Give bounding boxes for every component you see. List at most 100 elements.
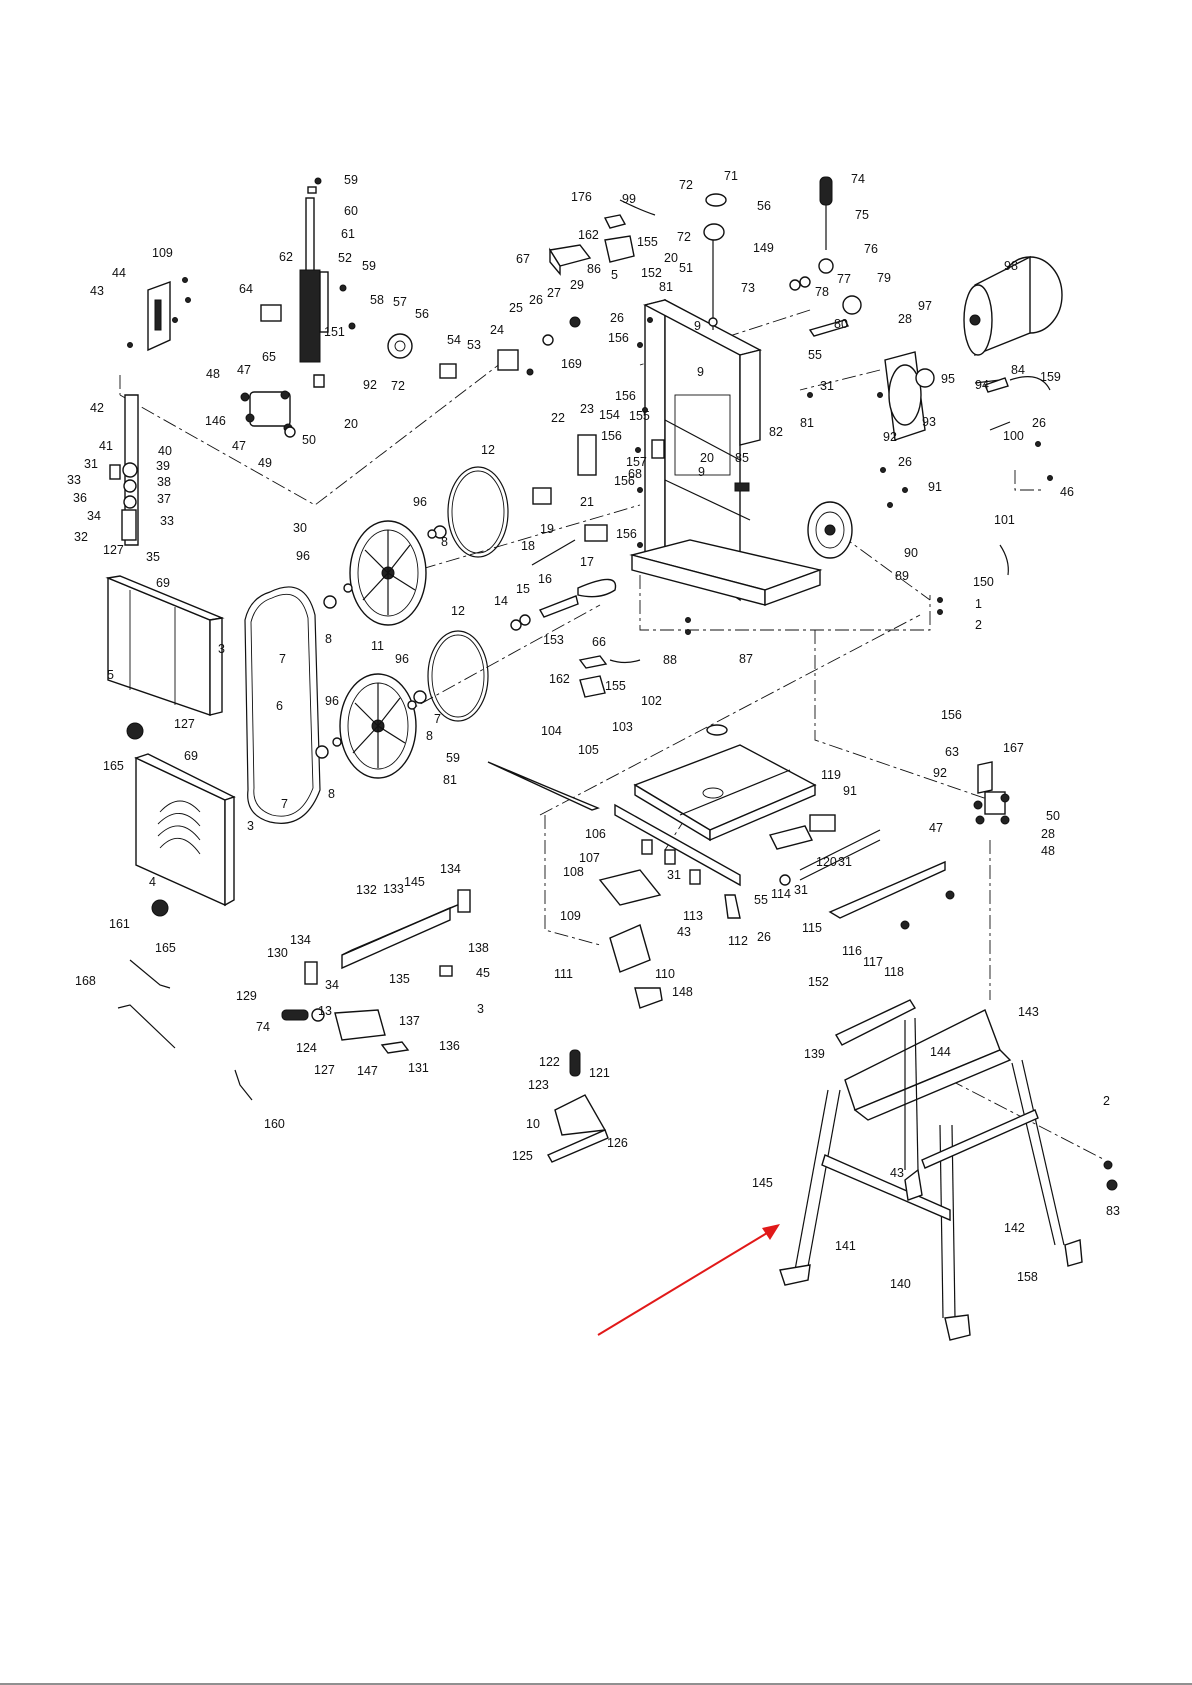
part-label: 17 [580,555,594,569]
part-label: 152 [808,975,829,989]
switch-box [548,199,656,698]
part-label: 14 [494,594,508,608]
rip-fence [281,889,471,1054]
part-label: 27 [547,286,561,300]
part-label: 47 [929,821,943,835]
part-label: 130 [267,946,288,960]
part-label: 31 [667,868,681,882]
part-label: 39 [156,459,170,473]
part-label: 137 [399,1014,420,1028]
part-label: 23 [580,402,594,416]
part-label: 46 [1060,485,1074,499]
part-label: 96 [413,495,427,509]
part-label: 156 [616,527,637,541]
part-label: 92 [933,766,947,780]
part-label: 155 [637,235,658,249]
part-label: 131 [408,1061,429,1075]
part-label: 66 [592,635,606,649]
part-label: 85 [735,451,749,465]
lower-wheel [339,673,417,779]
part-label: 28 [1041,827,1055,841]
part-label: 117 [863,955,883,969]
part-label: 26 [1032,416,1046,430]
saw-blade [244,586,321,824]
part-label: 96 [325,694,339,708]
hex-wrenches [117,959,253,1101]
part-label: 26 [757,930,771,944]
part-label: 81 [443,773,457,787]
part-label: 20 [700,451,714,465]
part-label: 93 [922,415,936,429]
part-label: 78 [815,285,829,299]
part-label: 10 [526,1117,540,1131]
lower-door [134,753,236,917]
part-label: 153 [543,633,564,647]
part-label: 32 [74,530,88,544]
part-label: 34 [87,509,101,523]
part-label: 87 [739,652,753,666]
part-label: 49 [258,456,272,470]
part-label: 50 [302,433,316,447]
lower-pulley [807,501,853,559]
part-label: 52 [338,251,352,265]
main-frame [629,298,823,606]
part-label: 108 [563,865,584,879]
part-label: 43 [90,284,104,298]
part-label: 115 [802,921,822,935]
part-label: 127 [174,717,195,731]
part-label: 67 [516,252,530,266]
part-label: 106 [585,827,606,841]
part-label: 95 [941,372,955,386]
part-label: 50 [1046,809,1060,823]
part-label: 38 [157,475,171,489]
part-label: 112 [728,934,748,948]
part-label: 29 [570,278,584,292]
part-label: 47 [237,363,251,377]
part-label: 8 [328,787,335,801]
part-label: 165 [103,759,124,773]
part-label: 30 [293,521,307,535]
part-label: 20 [664,251,678,265]
part-label: 33 [67,473,81,487]
part-label: 155 [629,409,650,423]
part-label: 18 [521,539,535,553]
part-label: 132 [356,883,377,897]
part-label: 59 [362,259,376,273]
part-label: 54 [447,333,461,347]
part-label: 74 [851,172,865,186]
part-label: 81 [659,280,673,294]
part-label: 5 [611,268,618,282]
motor [884,255,1063,576]
part-label: 75 [855,208,869,222]
part-label: 8 [325,632,332,646]
part-label: 48 [206,367,220,381]
part-label: 36 [73,491,87,505]
part-label: 22 [551,411,565,425]
part-label: 73 [741,281,755,295]
tires [427,466,509,722]
part-label: 48 [1041,844,1055,858]
part-label: 35 [146,550,160,564]
part-label: 143 [1018,1005,1039,1019]
part-label: 176 [571,190,592,204]
part-label: 145 [404,875,425,889]
part-label: 7 [279,652,286,666]
part-label: 56 [757,199,771,213]
part-label: 145 [752,1176,773,1190]
part-label: 31 [794,883,808,897]
part-label: 9 [694,319,701,333]
part-label: 90 [904,546,918,560]
part-label: 77 [837,272,851,286]
upper-shaft [703,176,862,337]
part-label: 91 [928,480,942,494]
part-label: 8 [426,729,433,743]
part-label: 156 [615,389,636,403]
bearings-spacers [315,525,447,759]
part-label: 159 [1040,370,1061,384]
part-label: 55 [754,893,768,907]
part-label: 84 [1011,363,1025,377]
part-label: 12 [481,443,495,457]
part-label: 156 [941,708,962,722]
fence-rail [768,814,955,930]
